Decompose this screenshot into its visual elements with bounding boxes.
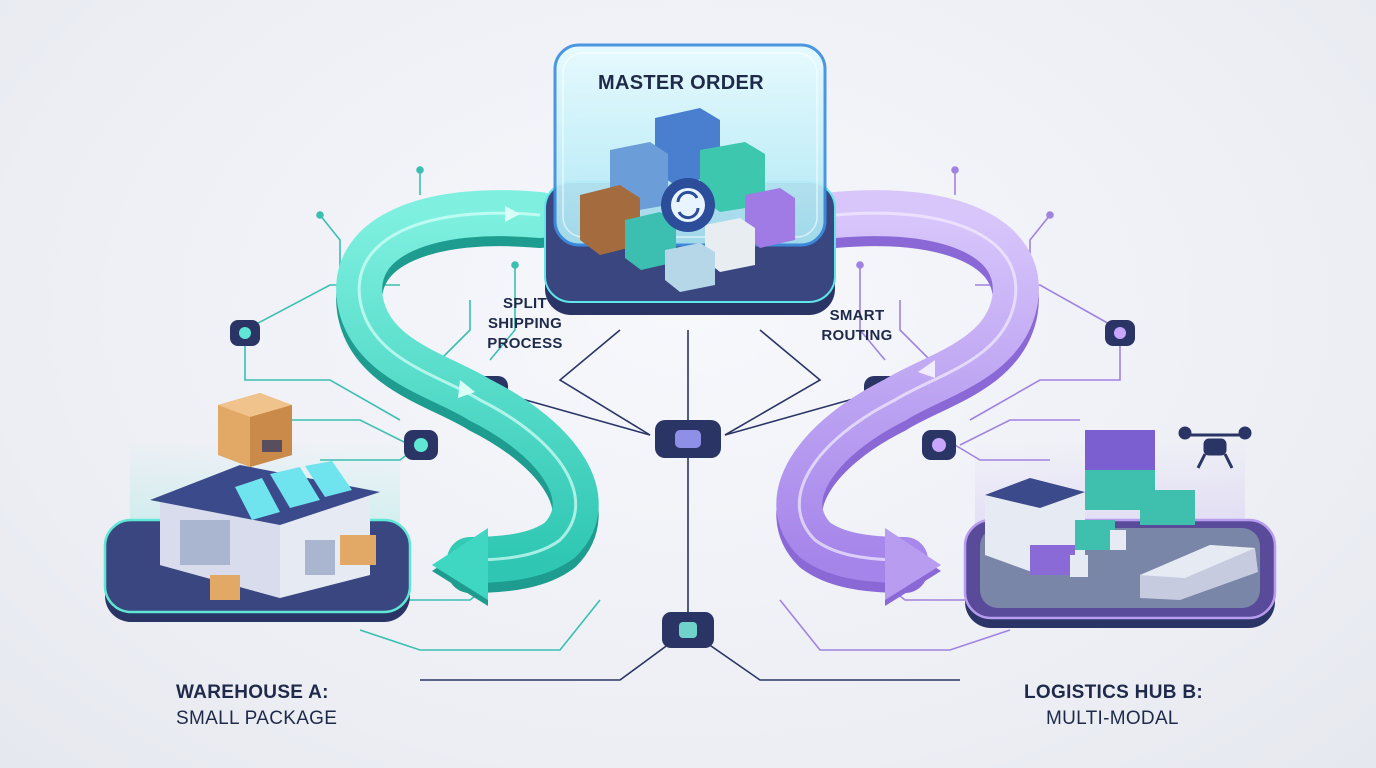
split-shipping-label: SPLIT SHIPPING PROCESS (470, 294, 580, 354)
gear-sync-icon (661, 178, 715, 232)
drone-icon (1178, 426, 1252, 469)
purple-flow-arrow (776, 190, 1039, 606)
boxes-icon (580, 108, 795, 292)
split-line-2: SHIPPING (487, 315, 563, 332)
warehouse-icon (150, 461, 380, 598)
routing-line-1: SMART (829, 307, 885, 324)
routing-line-2: ROUTING (821, 327, 893, 344)
logistics-hub-b-node (963, 426, 1277, 628)
teal-flow-arrow (336, 190, 599, 606)
train-icon (1140, 545, 1258, 600)
smart-routing-label: SMART ROUTING (802, 306, 912, 346)
split-line-1: SPLIT (502, 295, 547, 312)
package-icon (218, 393, 292, 467)
logistics-hub-b-subtitle: MULTI-MODAL (1046, 708, 1179, 729)
logistics-hub-b-title: LOGISTICS HUB B: (1024, 682, 1203, 703)
chip-left-upper (230, 320, 260, 346)
warehouse-a-node (103, 393, 412, 622)
split-line-3: PROCESS (487, 335, 563, 352)
chip-right-mid (922, 430, 956, 460)
chip-center (655, 420, 721, 458)
chip-right-upper (1105, 320, 1135, 346)
warehouse-a-subtitle: SMALL PACKAGE (176, 708, 338, 729)
chip-left-mid (404, 430, 438, 460)
master-order-title: MASTER ORDER (598, 72, 764, 94)
chip-bottom (662, 612, 714, 648)
circuit-lines (244, 166, 1121, 681)
truck-icon (1030, 520, 1126, 577)
master-order-node (544, 43, 836, 315)
warehouse-a-title: WAREHOUSE A: (176, 682, 329, 703)
containers-icon (1085, 430, 1195, 525)
